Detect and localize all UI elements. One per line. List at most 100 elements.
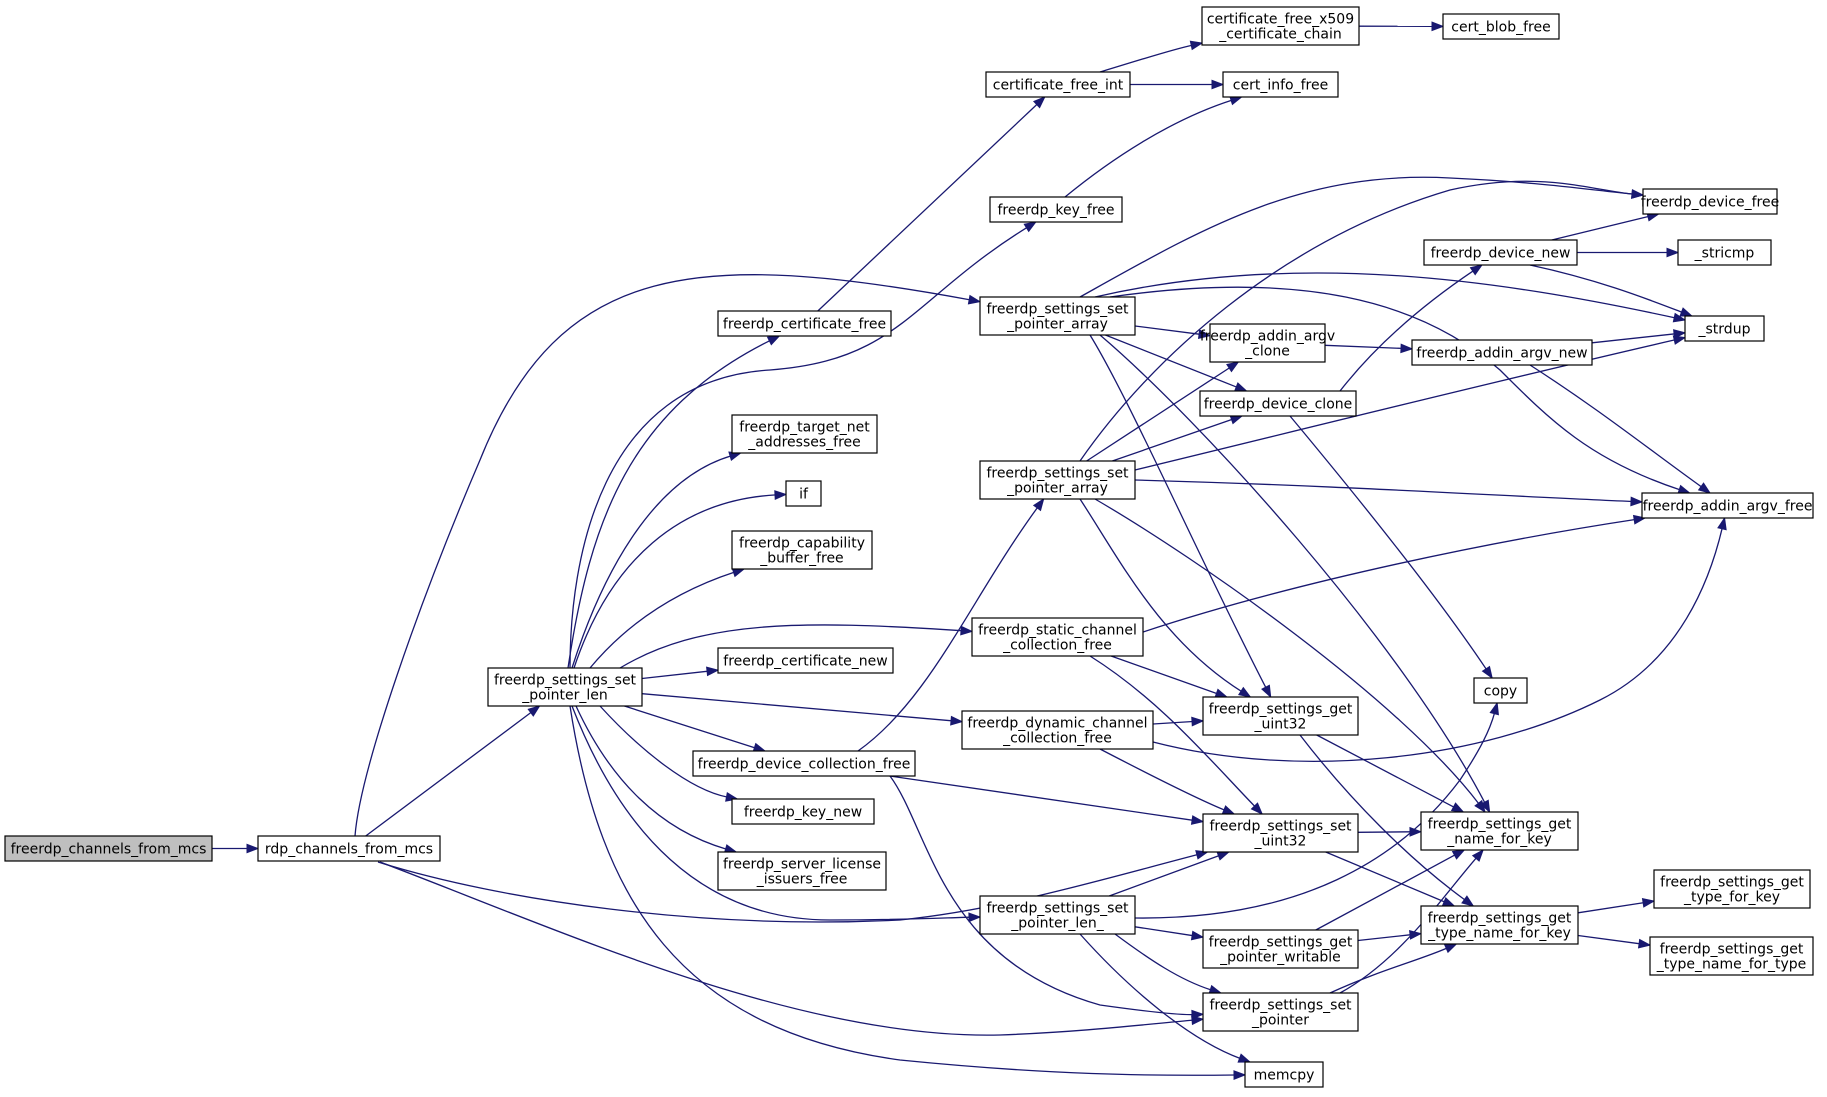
function-node-label: freerdp_settings_get [1209, 702, 1353, 718]
function-node-label: freerdp_settings_get [1428, 817, 1572, 833]
call-edge-dynamic_channel_collection_free-to-get_uint32 [1152, 716, 1205, 727]
call-edge-set_pointer_len-to-capability_buffer_free [589, 567, 746, 669]
function-node-addin-argv-free[interactable]: freerdp_addin_argv_free [1641, 492, 1814, 519]
call-edge-static_channel_collection_free-to-get_uint32 [1110, 655, 1229, 698]
call-edge-set_pointer_array_2-to-addin_argv_free [1134, 479, 1644, 507]
function-node-get-name-for-key[interactable]: freerdp_settings_get_name_for_key [1420, 811, 1579, 851]
call-edge-get_pointer_writable-to-get_type_name_for_key [1357, 929, 1423, 942]
call-edge-addin_argv_clone-to-addin_argv_new [1324, 343, 1414, 354]
function-node-label: freerdp_settings_get [1209, 935, 1353, 951]
function-node-label: cert_info_free [1233, 78, 1328, 94]
function-node-key-new[interactable]: freerdp_key_new [731, 798, 875, 825]
call-edge-set_pointer_array_2-to-addin_argv_clone [1086, 361, 1240, 462]
function-node-certificate-free-x509-chain[interactable]: certificate_free_x509_certificate_chain [1201, 6, 1360, 46]
call-edge-set_pointer_len-to-set_pointer_len_ [571, 705, 982, 923]
function-node-get-type-for-key[interactable]: freerdp_settings_get_type_for_key [1653, 869, 1811, 909]
function-node-stricmp[interactable]: _stricmp [1677, 239, 1772, 266]
function-node-label: freerdp_addin_argv_free [1643, 499, 1813, 515]
function-node-channels-from-mcs[interactable]: freerdp_channels_from_mcs [4, 835, 213, 862]
call-edge-set_pointer_array_2-to-get_name_for_key [1094, 498, 1486, 814]
function-node-cert-blob-free[interactable]: cert_blob_free [1442, 13, 1560, 40]
call-edge-set_pointer_len_-to-get_pointer_writable [1134, 926, 1205, 941]
function-node-certificate-new[interactable]: freerdp_certificate_new [717, 647, 894, 674]
function-node-get-pointer-writable[interactable]: freerdp_settings_get_pointer_writable [1202, 929, 1359, 969]
function-nodes: freerdp_channels_from_mcs rdp_channels_fr… [4, 6, 1814, 1088]
call-edge-device_collection_free-to-set_pointer_array_2 [857, 497, 1045, 752]
function-node-label: freerdp_certificate_new [723, 654, 887, 670]
function-node-device-collection-free[interactable]: freerdp_device_collection_free [692, 750, 916, 777]
function-node-set-pointer-array-1[interactable]: freerdp_settings_set_pointer_array [979, 296, 1136, 336]
call-edge-rdp_channels_from_mcs-to-set_pointer_len [365, 705, 541, 837]
function-node-label: _issuers_free [756, 872, 848, 888]
call-edge-rdp_channels_from_mcs-to-set_uint32 [377, 850, 1209, 923]
function-node-rdp-channels-from-mcs[interactable]: rdp_channels_from_mcs [257, 835, 441, 862]
call-edge-key_free-to-cert_info_free [1064, 95, 1243, 198]
call-edge-channels_from_mcs-to-rdp_channels_from_mcs [212, 843, 260, 854]
function-node-set-pointer-len-[interactable]: freerdp_settings_set_pointer_len_ [979, 895, 1136, 935]
call-edge-rdp_channels_from_mcs-to-set_pointer_array_1 [354, 273, 982, 837]
call-edge-set_pointer_array_1-to-addin_argv_free [1109, 286, 1692, 495]
function-node-label: _name_for_key [1446, 832, 1551, 848]
call-edge-dynamic_channel_collection_free-to-set_uint32 [1099, 748, 1236, 815]
function-node-set-pointer-array-2[interactable]: freerdp_settings_set_pointer_array [979, 460, 1136, 500]
function-node-label: freerdp_settings_set [1209, 998, 1352, 1014]
call-edge-set_pointer_len-to-key_free [569, 221, 1038, 669]
call-edge-set_pointer_array_2-to-device_free [1079, 180, 1645, 462]
call-edge-certificate_free_x509_chain-to-cert_blob_free [1358, 21, 1445, 32]
function-node-label: _pointer_len_ [1010, 916, 1104, 932]
call-edge-set_pointer_array_1-to-device_free [1079, 176, 1645, 298]
function-node-get-type-name-for-key[interactable]: freerdp_settings_get_type_name_for_key [1420, 905, 1579, 945]
function-node-capability-buffer-free[interactable]: freerdp_capability_buffer_free [731, 530, 873, 570]
call-edge-get_uint32-to-get_type_name_for_key [1299, 734, 1475, 907]
function-node-set-pointer-len[interactable]: freerdp_settings_set_pointer_len [487, 667, 643, 707]
function-node-label: freerdp_channels_from_mcs [11, 842, 207, 858]
function-node-set-pointer[interactable]: freerdp_settings_set_pointer [1202, 992, 1359, 1032]
function-node-strdup[interactable]: _strdup [1684, 315, 1765, 342]
function-node-label: freerdp_key_free [998, 203, 1115, 219]
function-node-label: certificate_free_x509 [1207, 12, 1354, 28]
function-node-key-free[interactable]: freerdp_key_free [989, 196, 1123, 223]
function-node-device-clone[interactable]: freerdp_device_clone [1199, 390, 1357, 417]
function-node-device-free[interactable]: freerdp_device_free [1641, 188, 1779, 215]
function-node-label: _pointer_array [1006, 481, 1108, 497]
function-node-dynamic-channel-collection-free[interactable]: freerdp_dynamic_channel_collection_free [961, 710, 1154, 750]
call-edge-device_clone-to-device_new [1339, 264, 1484, 392]
call-edge-static_channel_collection_free-to-addin_argv_free [1142, 514, 1647, 633]
function-node-certificate-free-int[interactable]: certificate_free_int [985, 71, 1131, 98]
function-node-label: freerdp_device_collection_free [698, 757, 911, 773]
function-node-set-uint32[interactable]: freerdp_settings_set_uint32 [1202, 813, 1359, 853]
call-edge-set_pointer_len-to-memcpy [569, 705, 1247, 1080]
call-edge-set_uint32-to-get_type_name_for_key [1325, 851, 1456, 907]
function-node-label: rdp_channels_from_mcs [265, 842, 433, 858]
call-edge-set_pointer_len-to-dynamic_channel_collection_free [641, 693, 964, 726]
function-node-label: freerdp_settings_get [1660, 942, 1804, 958]
function-node-device-new[interactable]: freerdp_device_new [1423, 239, 1578, 266]
function-node-target-net-addresses-free[interactable]: freerdp_target_net_addresses_free [731, 414, 878, 454]
function-node-label: _strdup [1698, 322, 1751, 338]
call-edge-certificate_free_int-to-certificate_free_x509_chain [1099, 40, 1204, 73]
call-edge-addin_argv_new-to-addin_argv_free [1529, 364, 1712, 494]
function-node-copy[interactable]: copy [1473, 677, 1528, 704]
function-node-cert-info-free[interactable]: cert_info_free [1222, 71, 1339, 98]
function-node-addin-argv-new[interactable]: freerdp_addin_argv_new [1411, 339, 1593, 366]
function-node-label: freerdp_device_clone [1204, 397, 1353, 413]
function-node-label: freerdp_settings_set [986, 901, 1129, 917]
function-node-certificate-free[interactable]: freerdp_certificate_free [717, 310, 892, 337]
call-edge-get_type_name_for_key-to-get_type_for_key [1577, 897, 1656, 914]
call-edge-set_pointer_len-to-certificate_free [567, 335, 781, 669]
function-node-label: freerdp_server_license [723, 857, 881, 873]
function-node-label: freerdp_settings_set [986, 466, 1129, 482]
function-node-label: _addresses_free [747, 435, 861, 451]
function-node-server-license-issuers-free[interactable]: freerdp_server_license_issuers_free [717, 851, 887, 891]
function-node-get-type-name-for-type[interactable]: freerdp_settings_get_type_name_for_type [1649, 936, 1814, 976]
call-edge-set_pointer_array_1-to-addin_argv_clone [1134, 325, 1212, 340]
function-node-get-uint32[interactable]: freerdp_settings_get_uint32 [1202, 696, 1359, 736]
function-node-addin-argv-clone[interactable]: freerdp_addin_argv_clone [1200, 323, 1335, 363]
function-node-static-channel-collection-free[interactable]: freerdp_static_channel_collection_free [971, 617, 1144, 657]
function-node-memcpy[interactable]: memcpy [1244, 1061, 1324, 1088]
function-node-label: _collection_free [1002, 638, 1112, 654]
call-edge-dynamic_channel_collection_free-to-addin_argv_free [1152, 516, 1727, 762]
function-node-if[interactable]: if [785, 480, 822, 507]
call-edge-set_pointer_array_2-to-get_uint32 [1079, 498, 1252, 698]
